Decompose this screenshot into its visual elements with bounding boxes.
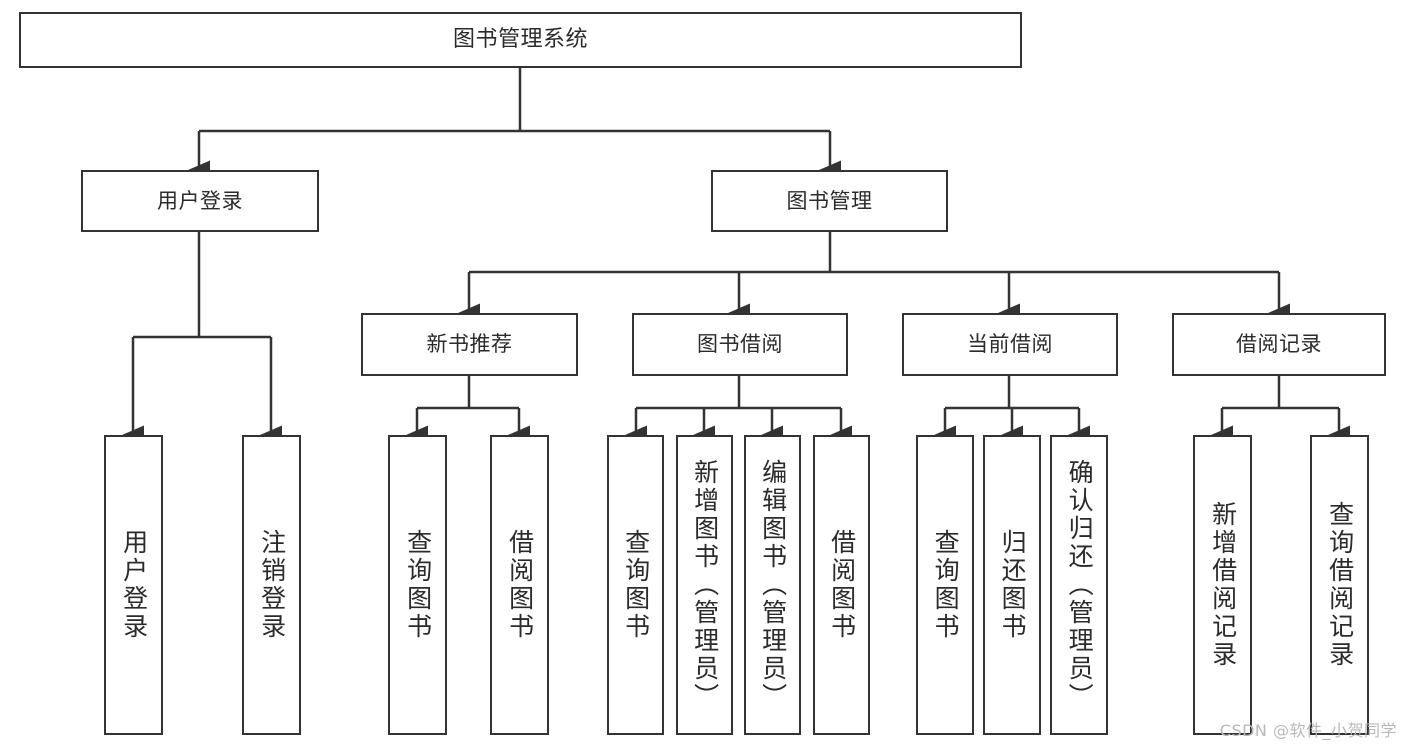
node-label: 确认归还（管理员） [1065, 459, 1095, 711]
node-label: 借阅图书 [505, 529, 535, 641]
node-book-borrow[interactable]: 图书借阅 [632, 313, 848, 376]
leaf-user-login[interactable]: 用户登录 [104, 435, 163, 735]
node-label: 借阅记录 [1236, 332, 1322, 356]
leaf-query-book-current[interactable]: 查询图书 [916, 435, 974, 735]
node-label: 编辑图书（管理员） [758, 459, 788, 711]
leaf-add-borrow-record[interactable]: 新增借阅记录 [1193, 435, 1252, 735]
node-user-login[interactable]: 用户登录 [81, 170, 319, 232]
leaf-edit-book[interactable]: 编辑图书（管理员） [744, 435, 801, 735]
node-label: 查询图书 [931, 529, 961, 641]
watermark-text: CSDN @软件_小贺同学 [1219, 721, 1397, 740]
node-label: 新书推荐 [426, 332, 513, 356]
node-label: 新增借阅记录 [1208, 501, 1238, 669]
leaf-confirm-return[interactable]: 确认归还（管理员） [1050, 435, 1108, 735]
node-label: 图书管理系统 [452, 27, 588, 52]
node-label: 用户登录 [119, 529, 149, 641]
node-label: 图书管理 [786, 188, 873, 213]
leaf-return-book[interactable]: 归还图书 [983, 435, 1041, 735]
leaf-query-book-recommend[interactable]: 查询图书 [388, 435, 447, 735]
node-label: 借阅图书 [827, 529, 857, 641]
node-label: 归还图书 [998, 529, 1028, 641]
node-book-management[interactable]: 图书管理 [711, 170, 948, 232]
node-label: 当前借阅 [967, 332, 1053, 356]
leaf-query-borrow-record[interactable]: 查询借阅记录 [1310, 435, 1369, 735]
leaf-borrow-book-recommend[interactable]: 借阅图书 [490, 435, 549, 735]
node-label: 查询借阅记录 [1325, 501, 1355, 669]
node-label: 查询图书 [621, 529, 651, 641]
leaf-query-book-borrow[interactable]: 查询图书 [607, 435, 664, 735]
node-borrow-record[interactable]: 借阅记录 [1172, 313, 1386, 376]
leaf-borrow-book[interactable]: 借阅图书 [813, 435, 870, 735]
node-label: 用户登录 [157, 188, 243, 213]
node-label: 注销登录 [257, 529, 287, 641]
node-label: 图书借阅 [697, 332, 783, 356]
leaf-user-logout[interactable]: 注销登录 [242, 435, 301, 735]
node-root-book-management-system[interactable]: 图书管理系统 [19, 12, 1022, 68]
node-label: 查询图书 [403, 529, 433, 641]
leaf-add-book[interactable]: 新增图书（管理员） [676, 435, 733, 735]
node-label: 新增图书（管理员） [690, 459, 720, 711]
node-new-book-recommend[interactable]: 新书推荐 [361, 313, 578, 376]
node-current-borrow[interactable]: 当前借阅 [902, 313, 1118, 376]
